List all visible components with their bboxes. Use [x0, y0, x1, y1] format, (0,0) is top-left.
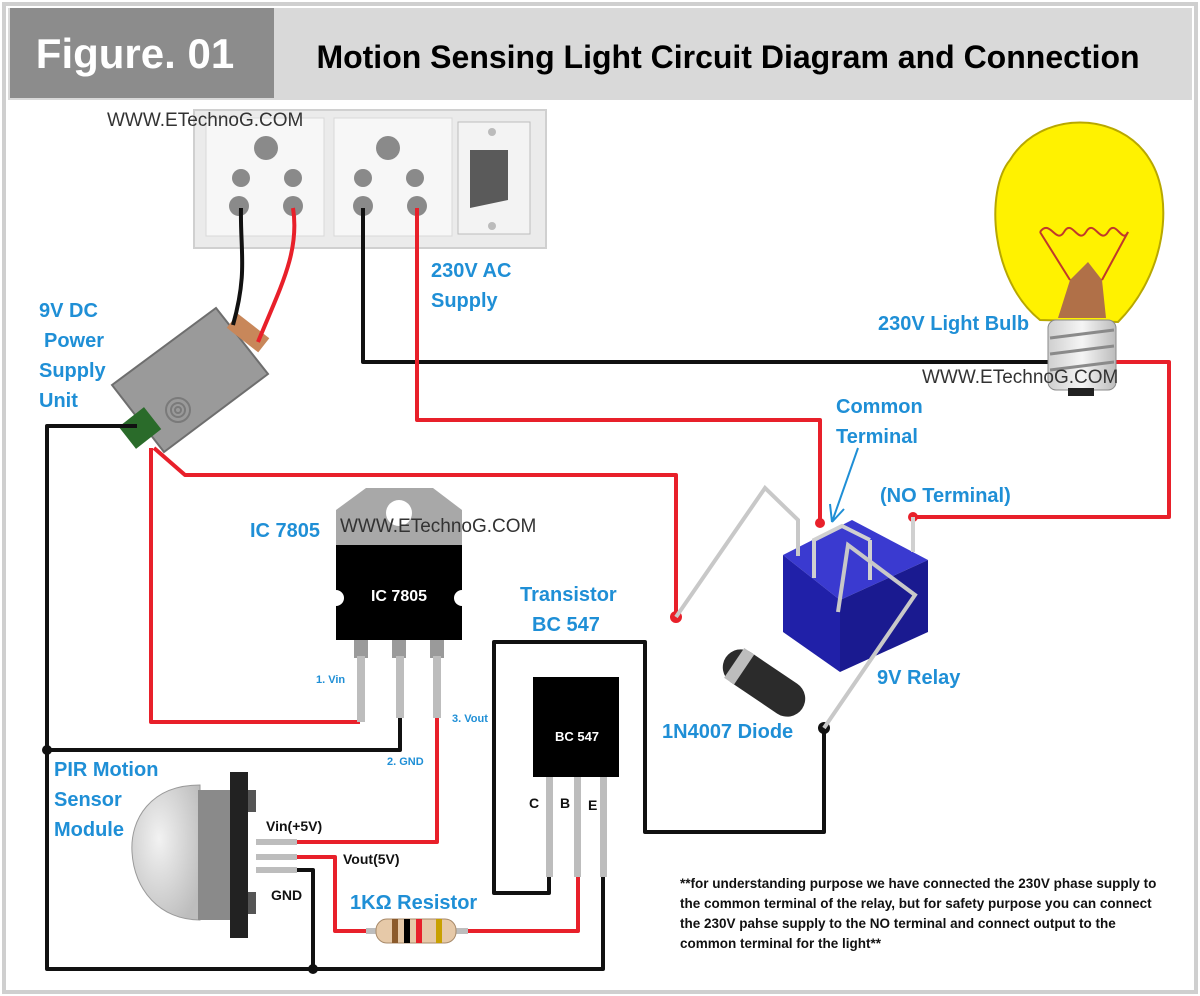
ic-pin-vout-label: 3. Vout — [452, 713, 488, 725]
red-wires — [149, 207, 1171, 933]
diode-label: 1N4007 Diode — [662, 721, 793, 743]
wire-ac-neutral-to-bulb — [361, 208, 1100, 364]
transistor-label: Transistor BC 547 — [520, 584, 617, 636]
relay-coil-lead-2 — [822, 541, 918, 730]
pir-pin-vin-label: Vin(+5V) — [266, 818, 322, 834]
ic-7805 — [328, 488, 470, 722]
wire-psu-positive-to-relay — [152, 446, 678, 617]
relay-label: 9V Relay — [877, 667, 961, 689]
psu-input-terminal — [226, 313, 270, 353]
resistor-1k — [366, 918, 468, 944]
wire-resistor-to-base — [466, 877, 580, 933]
light-bulb-label: 230V Light Bulb — [878, 313, 1029, 335]
relay — [674, 484, 928, 730]
diagram-title: Motion Sensing Light Circuit Diagram and… — [316, 39, 1139, 75]
ac-supply-label: 230V AC Supply — [431, 260, 511, 312]
wire-pir-gnd — [297, 868, 315, 969]
wire-socket-phase-to-psu — [256, 207, 297, 343]
svg-text:common terminal for the light*: common terminal for the light** — [680, 936, 882, 951]
wire-ic-gnd — [47, 718, 402, 752]
watermark-right: WWW.ETechnoG.COM — [922, 367, 1118, 388]
svg-text:230V AC: 230V AC — [431, 260, 511, 282]
transistor-body-text: BC 547 — [555, 729, 599, 744]
wire-collector-to-relay-coil — [492, 640, 826, 895]
svg-text:Module: Module — [54, 819, 124, 841]
resistor-label: 1KΩ Resistor — [350, 892, 477, 914]
watermark-center: WWW.ETechnoG.COM — [340, 516, 536, 537]
svg-text:Sensor: Sensor — [54, 789, 122, 811]
black-wires — [45, 207, 1100, 971]
diode — [722, 647, 806, 717]
ic-pin-vin-label: 1. Vin — [316, 674, 345, 686]
ic-label: IC 7805 — [250, 520, 320, 542]
ic-pin-gnd-label: 2. GND — [387, 756, 424, 768]
wire-ic-vout-to-pir-vin — [297, 718, 439, 844]
power-supply-label: 9V DC Power Supply Unit — [39, 300, 107, 412]
wire-ac-phase-to-relay-common — [415, 208, 822, 523]
svg-text:Supply: Supply — [39, 360, 107, 382]
svg-text:the common terminal of the rel: the common terminal of the relay, but fo… — [680, 896, 1152, 911]
svg-text:PIR Motion: PIR Motion — [54, 759, 158, 781]
svg-text:Common: Common — [836, 396, 923, 418]
transistor-bc547 — [533, 677, 619, 877]
light-bulb — [994, 121, 1165, 396]
common-terminal-arrow — [829, 447, 859, 523]
wire-psu-positive-to-ic-vin — [149, 448, 360, 724]
common-terminal-label: Common Terminal — [836, 396, 923, 448]
no-terminal-label: (NO Terminal) — [880, 485, 1011, 507]
watermark-top: WWW.ETechnoG.COM — [107, 110, 303, 131]
wire-ground-bus — [45, 424, 605, 971]
relay-contact-common — [812, 523, 871, 578]
wire-pir-vout-to-resistor — [297, 855, 368, 933]
transistor-pin-e: E — [588, 797, 597, 813]
figure-label: Figure. 01 — [36, 30, 234, 77]
pir-pin-gnd-label: GND — [271, 887, 302, 903]
svg-text:Supply: Supply — [431, 290, 499, 312]
ic-body-text: IC 7805 — [371, 588, 427, 605]
figure-label-box — [10, 8, 274, 98]
safety-note: **for understanding purpose we have conn… — [680, 876, 1156, 951]
psu-output-terminal — [118, 407, 162, 449]
svg-text:Terminal: Terminal — [836, 426, 918, 448]
svg-text:BC 547: BC 547 — [532, 614, 600, 636]
pir-sensor-module — [131, 772, 297, 938]
wire-relay-no-to-bulb — [913, 360, 1171, 519]
relay-coil-lead-1 — [674, 484, 800, 619]
svg-text:Unit: Unit — [39, 390, 78, 412]
svg-text:**for understanding purpose we: **for understanding purpose we have conn… — [680, 876, 1156, 891]
wall-socket-board — [193, 109, 547, 249]
svg-text:the 230V pahse supply to the N: the 230V pahse supply to the NO terminal… — [680, 916, 1116, 931]
pir-pin-vout-label: Vout(5V) — [343, 851, 400, 867]
wall-switch — [470, 150, 508, 208]
wire-socket-neutral-to-psu — [231, 207, 245, 326]
svg-text:Transistor: Transistor — [520, 584, 617, 606]
svg-text:Power: Power — [44, 330, 104, 352]
power-supply-unit — [110, 306, 270, 454]
pir-label: PIR Motion Sensor Module — [54, 759, 158, 841]
svg-text:9V DC: 9V DC — [39, 300, 98, 322]
transistor-pin-c: C — [529, 795, 539, 811]
transistor-pin-b: B — [560, 795, 570, 811]
